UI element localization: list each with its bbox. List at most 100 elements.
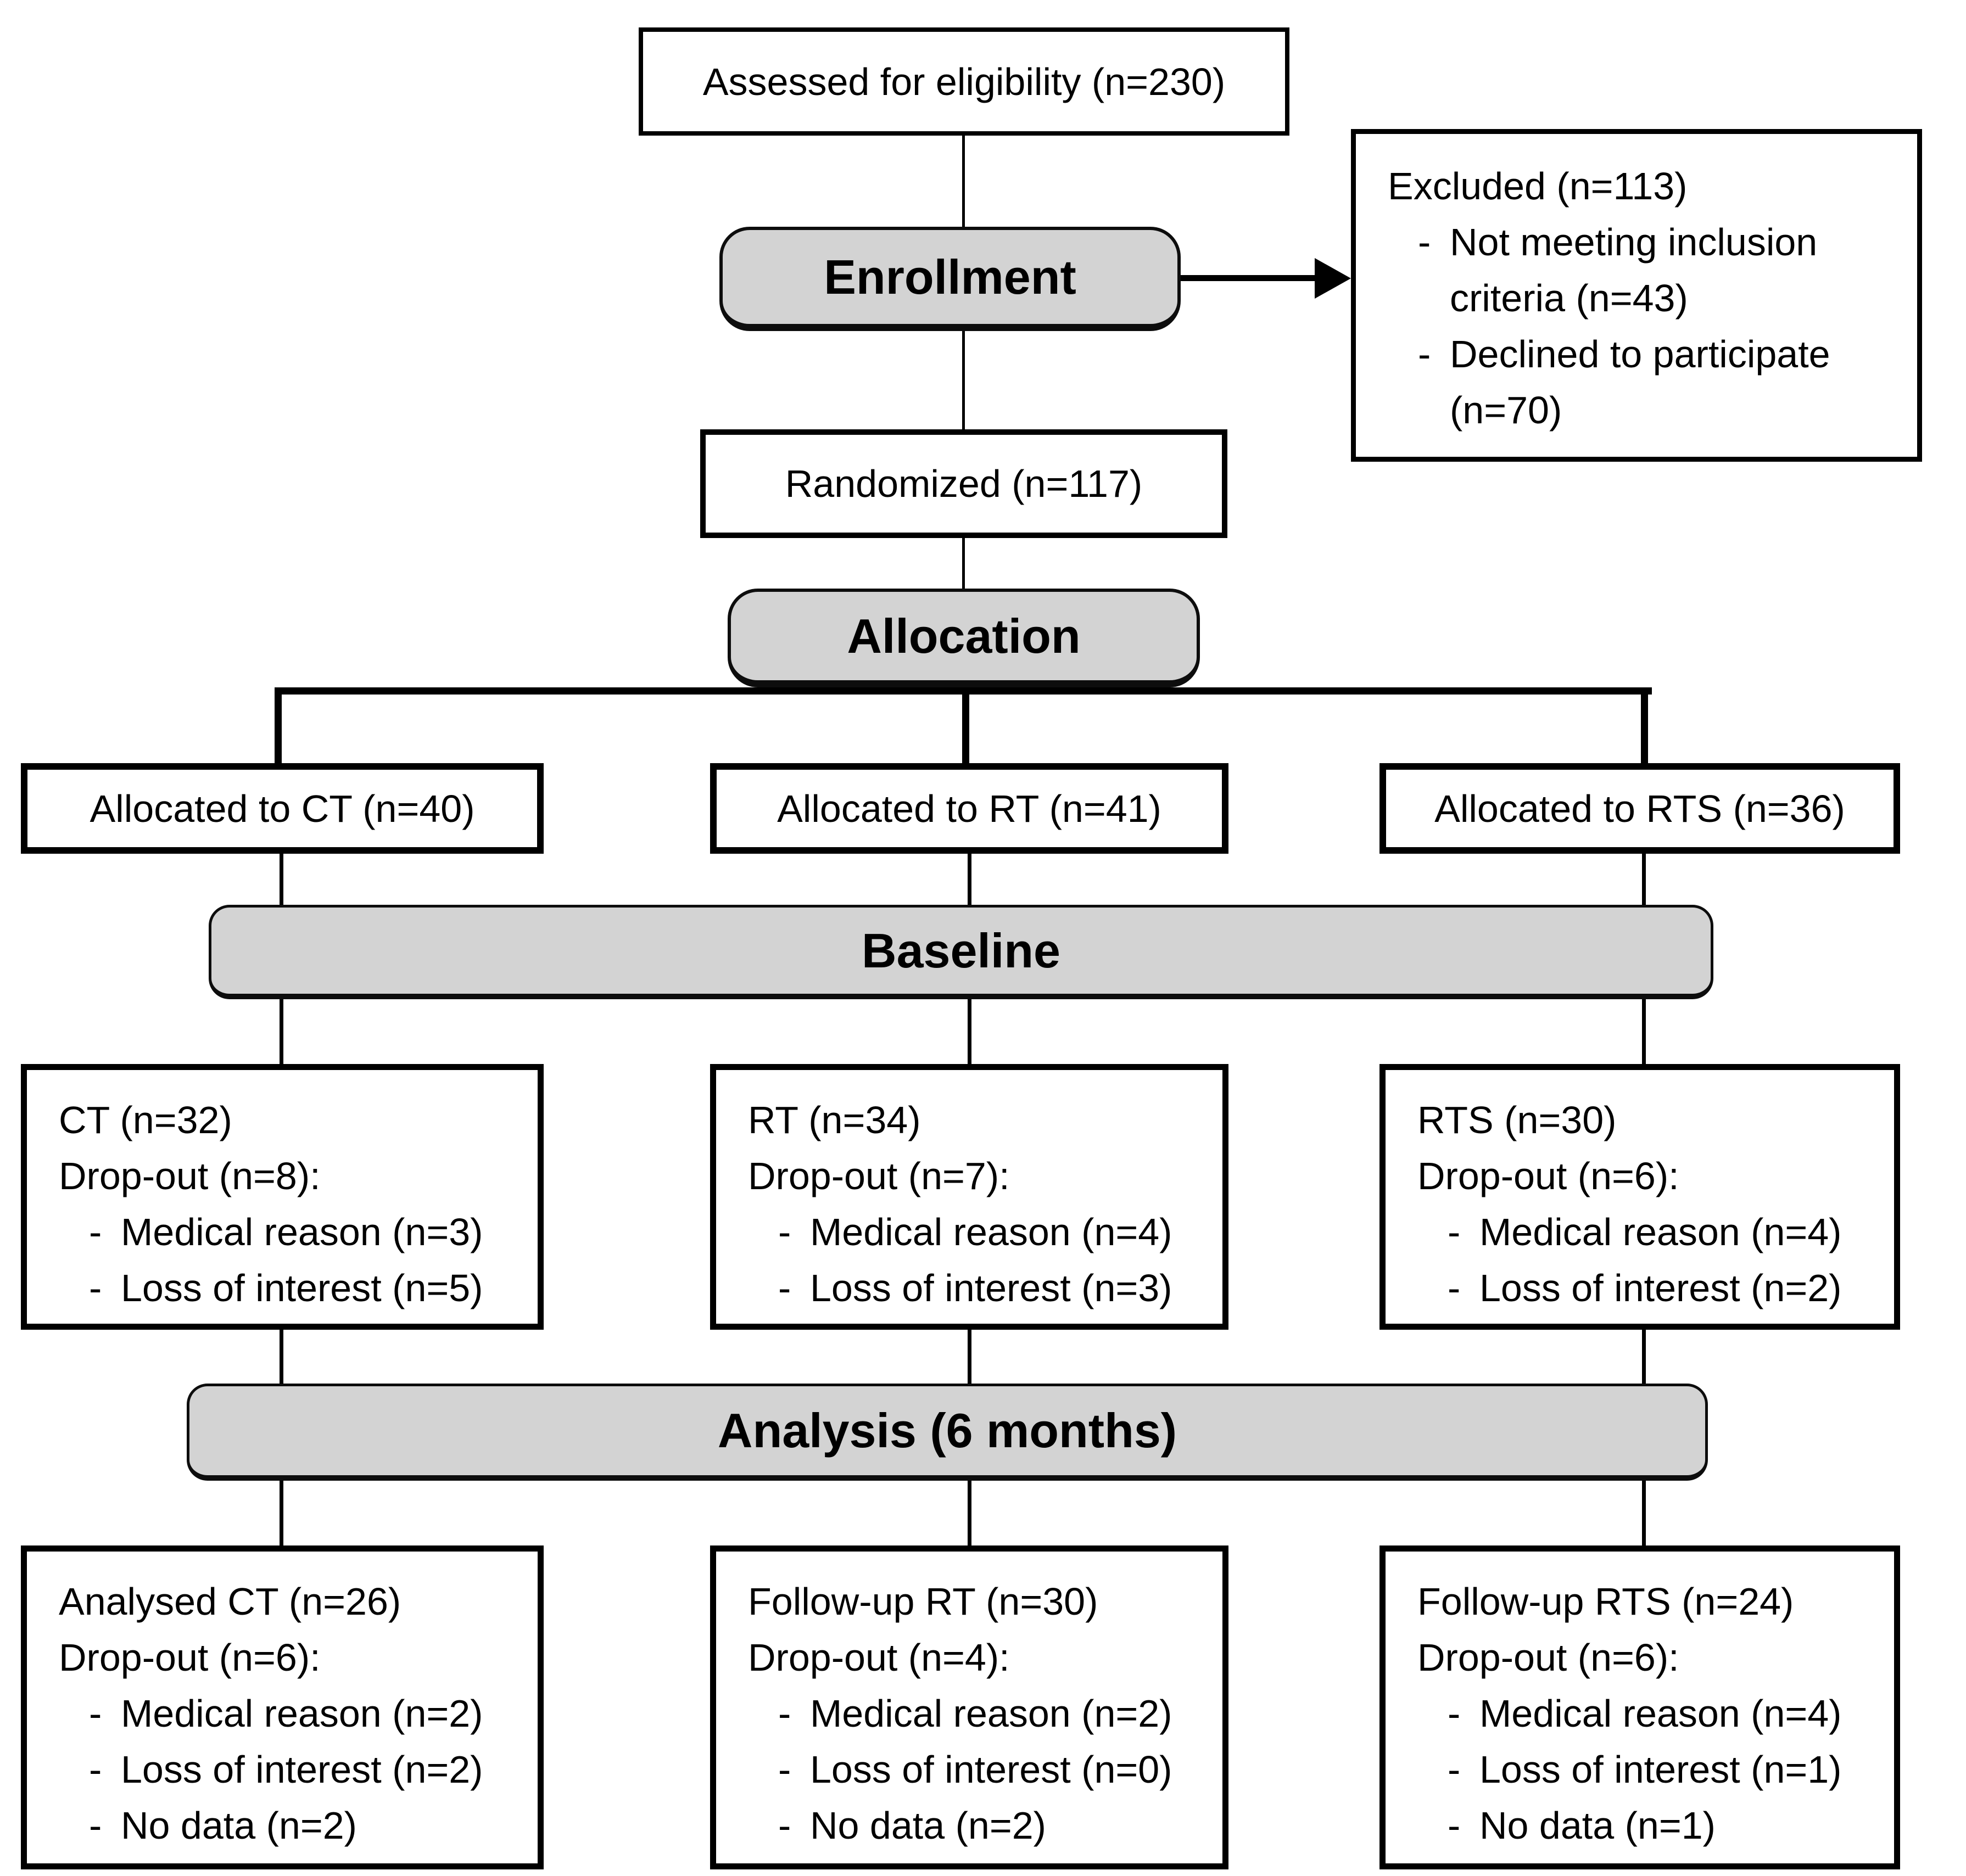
dropout-item-label: Loss of interest (n=5) — [121, 1267, 483, 1309]
connector-rts-baselinebar — [1642, 854, 1646, 905]
bullet-dash: - — [89, 1692, 102, 1735]
dropout-item: - Loss of interest (n=5) — [89, 1260, 524, 1316]
connector-randomized-allocation — [962, 538, 965, 589]
connector-baselinebar-ct — [280, 999, 283, 1064]
dropout-item-label: Medical reason (n=2) — [121, 1692, 483, 1735]
analysis-ct-box: Analysed CT (n=26) Drop-out (n=6): - Med… — [21, 1545, 544, 1869]
baseline-rt-dropout: Drop-out (n=7): — [748, 1155, 1010, 1197]
bullet-dash: - — [89, 1748, 102, 1791]
dropout-item-label: Loss of interest (n=3) — [810, 1267, 1172, 1309]
dropout-item-label: Loss of interest (n=2) — [121, 1748, 483, 1791]
dropout-item-label: No data (n=2) — [810, 1804, 1046, 1847]
bullet-dash: - — [89, 1804, 102, 1847]
dropout-item-label: Medical reason (n=4) — [1479, 1211, 1842, 1253]
connector-ct-analysisbar — [280, 1330, 283, 1384]
baseline-ct-box: CT (n=32) Drop-out (n=8): - Medical reas… — [21, 1064, 544, 1330]
connector-enrollment-randomized — [962, 331, 965, 429]
excluded-item: - Declined to participate (n=70) — [1418, 326, 1904, 438]
allocated-rt-box: Allocated to RT (n=41) — [710, 763, 1228, 854]
dropout-item: - Medical reason (n=4) — [1448, 1685, 1881, 1741]
bullet-dash: - — [1418, 333, 1431, 376]
dropout-item-label: Loss of interest (n=2) — [1479, 1267, 1842, 1309]
bullet-dash: - — [1418, 221, 1431, 264]
connector-rt-baselinebar — [968, 854, 971, 905]
dropout-item-label: Medical reason (n=4) — [810, 1211, 1172, 1253]
allocation-stage-box: Allocation — [728, 589, 1200, 687]
dropout-item: - Medical reason (n=4) — [778, 1204, 1209, 1260]
baseline-rts-box: RTS (n=30) Drop-out (n=6): - Medical rea… — [1379, 1064, 1900, 1330]
analysis-stage-label: Analysis (6 months) — [717, 1403, 1177, 1458]
allocated-rts-box: Allocated to RTS (n=36) — [1379, 763, 1900, 854]
analysis-ct-title: Analysed CT (n=26) — [59, 1580, 401, 1623]
branch-drop-middle — [962, 687, 969, 763]
bullet-dash: - — [89, 1267, 102, 1309]
randomized-label: Randomized (n=117) — [785, 462, 1143, 505]
bullet-dash: - — [89, 1211, 102, 1253]
baseline-stage-bar: Baseline — [209, 905, 1713, 999]
baseline-ct-dropout: Drop-out (n=8): — [59, 1155, 321, 1197]
dropout-item: - Medical reason (n=3) — [89, 1204, 524, 1260]
allocated-ct-box: Allocated to CT (n=40) — [21, 763, 544, 854]
bullet-dash: - — [1448, 1804, 1461, 1847]
analysis-rt-dropout: Drop-out (n=4): — [748, 1636, 1010, 1679]
allocated-rts-label: Allocated to RTS (n=36) — [1434, 787, 1845, 830]
excluded-title: Excluded (n=113) — [1388, 165, 1688, 208]
dropout-item-label: Medical reason (n=2) — [810, 1692, 1172, 1735]
dropout-item-label: Medical reason (n=4) — [1479, 1692, 1842, 1735]
excluded-item: - Not meeting inclusion criteria (n=43) — [1418, 214, 1904, 326]
connector-rts-analysisbar — [1642, 1330, 1646, 1384]
dropout-item: - Medical reason (n=2) — [778, 1685, 1209, 1741]
dropout-item: - Medical reason (n=2) — [89, 1685, 524, 1741]
excluded-item-label: Declined to participate (n=70) — [1450, 333, 1830, 432]
analysis-rts-title: Follow-up RTS (n=24) — [1417, 1580, 1794, 1623]
bullet-dash: - — [778, 1692, 791, 1735]
analysis-rts-dropout: Drop-out (n=6): — [1417, 1636, 1679, 1679]
dropout-item: - Loss of interest (n=2) — [1448, 1260, 1881, 1316]
dropout-item: - Loss of interest (n=0) — [778, 1741, 1209, 1797]
assessed-box: Assessed for eligibility (n=230) — [639, 27, 1289, 136]
connector-rt-analysisbar — [968, 1330, 971, 1384]
dropout-item-label: Medical reason (n=3) — [121, 1211, 483, 1253]
bullet-dash: - — [1448, 1267, 1461, 1309]
excluded-arrow-head-icon — [1315, 258, 1351, 299]
analysis-rt-title: Follow-up RT (n=30) — [748, 1580, 1098, 1623]
allocated-ct-label: Allocated to CT (n=40) — [90, 787, 475, 830]
bullet-dash: - — [778, 1804, 791, 1847]
dropout-item: - Medical reason (n=4) — [1448, 1204, 1881, 1260]
excluded-item-label: Not meeting inclusion criteria (n=43) — [1450, 221, 1818, 320]
connector-assessed-enrollment — [962, 136, 965, 227]
bullet-dash: - — [1448, 1692, 1461, 1735]
assessed-label: Assessed for eligibility (n=230) — [702, 60, 1226, 103]
dropout-item: - Loss of interest (n=3) — [778, 1260, 1209, 1316]
baseline-rts-title: RTS (n=30) — [1417, 1099, 1617, 1141]
enrollment-stage-box: Enrollment — [719, 227, 1181, 331]
connector-baselinebar-rt — [968, 999, 971, 1064]
dropout-item-label: No data (n=1) — [1479, 1804, 1716, 1847]
dropout-item: - Loss of interest (n=1) — [1448, 1741, 1881, 1797]
analysis-ct-dropout: Drop-out (n=6): — [59, 1636, 321, 1679]
dropout-item: - No data (n=2) — [89, 1797, 524, 1853]
bullet-dash: - — [778, 1211, 791, 1253]
baseline-rt-box: RT (n=34) Drop-out (n=7): - Medical reas… — [710, 1064, 1228, 1330]
excluded-box: Excluded (n=113) - Not meeting inclusion… — [1351, 129, 1922, 462]
analysis-stage-bar: Analysis (6 months) — [187, 1384, 1708, 1481]
dropout-item-label: Loss of interest (n=0) — [810, 1748, 1172, 1791]
bullet-dash: - — [1448, 1211, 1461, 1253]
connector-analysisbar-ct — [280, 1481, 283, 1545]
enrollment-stage-label: Enrollment — [824, 249, 1076, 304]
baseline-ct-title: CT (n=32) — [59, 1099, 232, 1141]
branch-drop-left — [275, 687, 282, 763]
analysis-rt-box: Follow-up RT (n=30) Drop-out (n=4): - Me… — [710, 1545, 1228, 1869]
analysis-rts-box: Follow-up RTS (n=24) Drop-out (n=6): - M… — [1379, 1545, 1900, 1869]
branch-drop-right — [1641, 687, 1648, 763]
bullet-dash: - — [778, 1267, 791, 1309]
connector-baselinebar-rts — [1642, 999, 1646, 1064]
randomized-box: Randomized (n=117) — [700, 429, 1227, 538]
allocated-rt-label: Allocated to RT (n=41) — [777, 787, 1161, 830]
allocation-stage-label: Allocation — [847, 608, 1081, 663]
connector-analysisbar-rt — [968, 1481, 971, 1545]
dropout-item-label: No data (n=2) — [121, 1804, 357, 1847]
bullet-dash: - — [1448, 1748, 1461, 1791]
excluded-arrow-line — [1181, 275, 1319, 281]
